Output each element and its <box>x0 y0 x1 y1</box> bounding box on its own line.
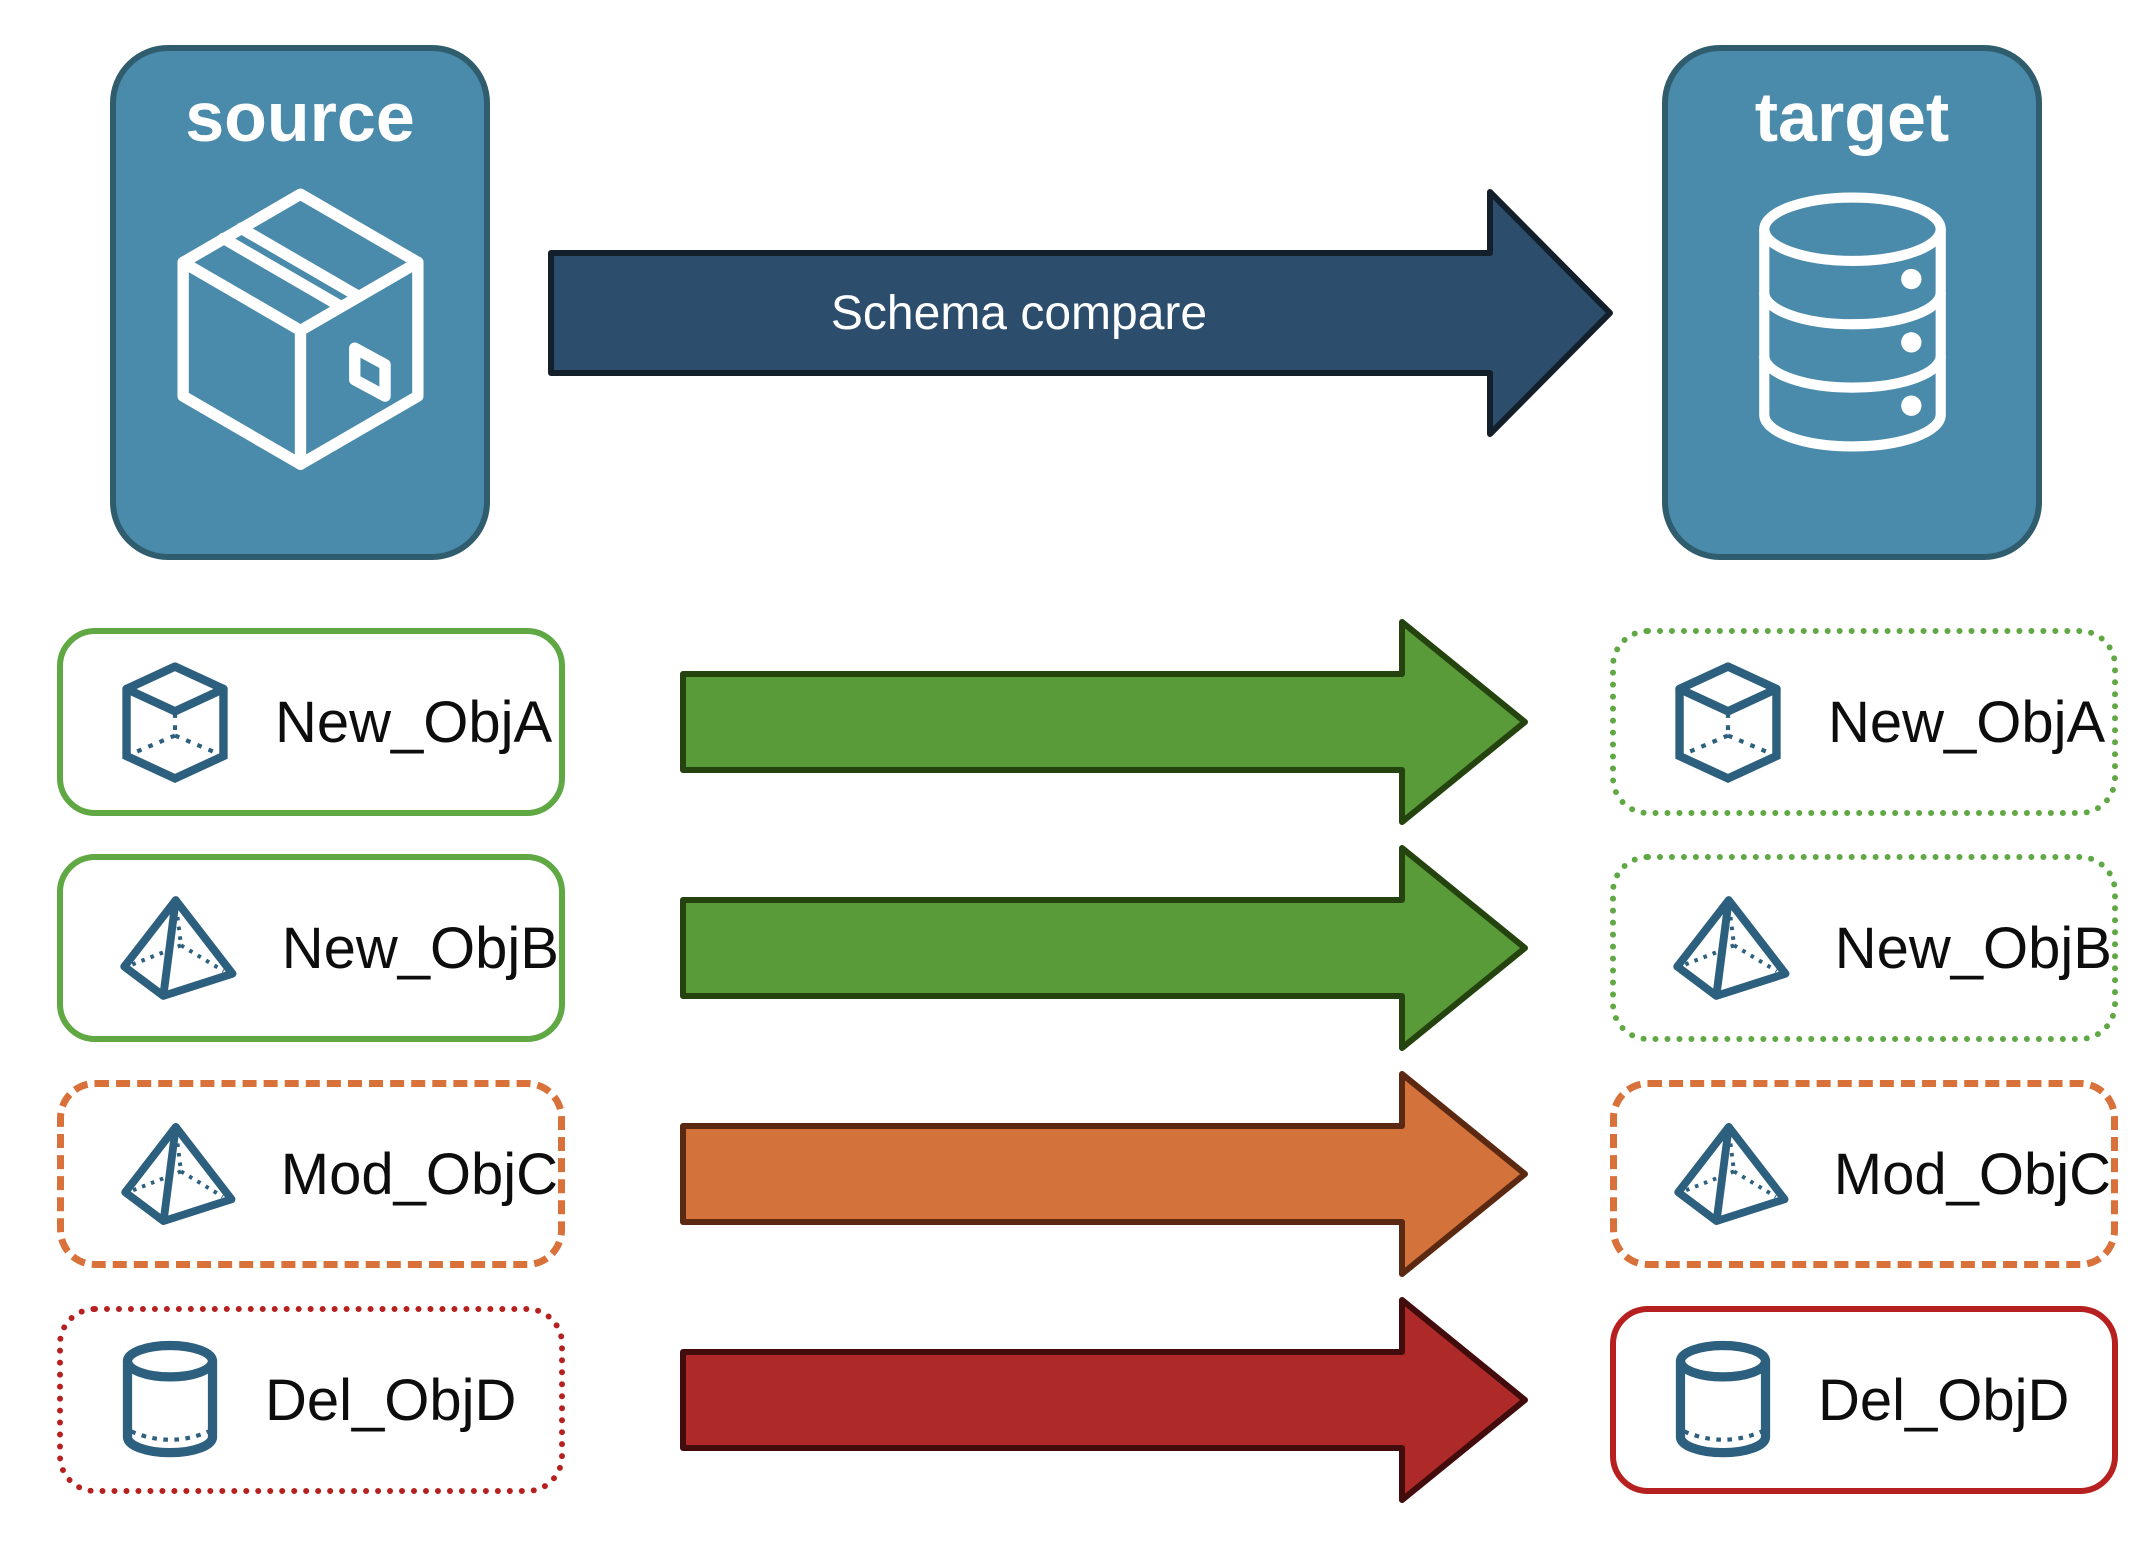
add-arrow-row1 <box>680 619 1528 825</box>
cylinder-icon <box>1675 1340 1771 1458</box>
add-arrow-label-row1: Add <box>994 76 1088 134</box>
cylinder-icon <box>122 1340 218 1458</box>
source-object-new-obja: New_ObjA <box>57 628 565 816</box>
target-object-mod-objc: Mod_ObjC <box>1610 1080 2118 1268</box>
package-icon <box>176 188 424 470</box>
source-object-del-objd: Del_ObjD <box>57 1306 565 1494</box>
source-object-new-objb: New_ObjB <box>57 854 565 1042</box>
object-label: New_ObjA <box>1828 689 2106 755</box>
object-label: Mod_ObjC <box>1833 1141 2111 1207</box>
pyramid-icon <box>1674 1123 1789 1225</box>
pyramid-icon <box>120 896 237 1000</box>
object-label: New_ObjA <box>275 689 553 755</box>
delete-arrow <box>680 1297 1528 1503</box>
update-arrow <box>680 1071 1528 1277</box>
delete-arrow-label: Delete <box>965 76 1117 134</box>
source-card-label: source <box>185 78 415 156</box>
update-arrow-label: Update <box>957 76 1125 134</box>
object-label: Mod_ObjC <box>280 1141 558 1207</box>
cube-icon <box>122 661 228 783</box>
target-card: target <box>1662 45 2042 560</box>
add-arrow-row2 <box>680 845 1528 1051</box>
target-object-new-objb: New_ObjB <box>1610 854 2118 1042</box>
target-object-del-objd: Del_ObjD <box>1610 1306 2118 1494</box>
object-label: Del_ObjD <box>265 1367 517 1433</box>
source-object-mod-objc: Mod_ObjC <box>57 1080 565 1268</box>
cube-icon <box>1675 661 1781 783</box>
target-object-new-obja: New_ObjA <box>1610 628 2118 816</box>
target-card-label: target <box>1754 78 1950 156</box>
object-label: Del_ObjD <box>1818 1367 2070 1433</box>
pyramid-icon <box>1673 896 1790 1000</box>
database-icon <box>1758 192 1946 452</box>
source-card: source <box>110 45 490 560</box>
object-label: New_ObjB <box>1834 915 2112 981</box>
pyramid-icon <box>121 1123 236 1225</box>
object-label: New_ObjB <box>281 915 559 981</box>
schema-compare-arrow-label: Schema compare <box>830 286 1208 340</box>
add-arrow-label-row2: Add <box>994 76 1088 134</box>
schema-compare-arrow <box>548 189 1613 437</box>
